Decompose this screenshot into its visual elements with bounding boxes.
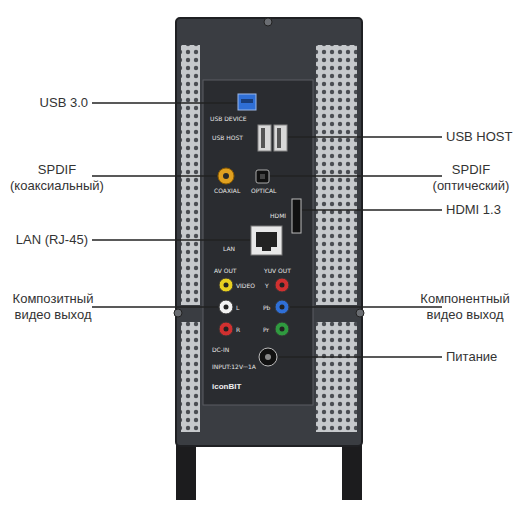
device-case [176,18,362,446]
component-jack [275,300,289,314]
pin-label: Pr [263,327,269,333]
vent-grille [181,322,200,432]
pin-label: L [236,305,239,311]
optical-shutter [260,174,265,179]
coaxial-jack [218,168,234,184]
usb-tongue [261,128,265,148]
usb3-tongue [241,99,253,103]
jack-holes [224,283,285,332]
screw [264,18,272,26]
vent-grille [181,45,200,305]
port-label: DC-IN [212,347,229,353]
port-label: USB DEVICE [210,116,247,122]
callout-label: HDMI 1.3 [446,202,501,218]
lan-clip [262,247,271,251]
port-label: HDMI [270,213,286,219]
lan-socket [256,232,277,247]
screw [356,309,364,317]
lan-port [251,226,282,255]
callout-label: USB 3.0 [40,95,88,111]
port-label: USB HOST [212,135,243,141]
pin-label: Pb [263,305,270,311]
leader-lines [92,103,442,357]
callout-label: Композитный видео выход [3,291,103,322]
hdmi-port [292,199,301,233]
callout-label: LAN (RJ-45) [16,232,88,248]
usb-port [258,125,271,151]
video-jack [219,278,233,292]
jack-hole [223,173,229,179]
usb-port [274,125,287,151]
port-label: AV OUT [214,268,237,274]
callout-label: SPDIF (оптический) [425,162,517,193]
brand-logo: iconBIT [212,382,241,391]
port-label: INPUT:12V⎓1A [212,364,256,370]
callout-label: Компонентный видео выход [413,291,517,322]
screw [174,309,182,317]
audio-right-jack [219,322,233,336]
dc-jack [259,348,277,366]
pin-label: Y [265,283,269,289]
pin-label: R [236,327,240,333]
pin-label: VIDEO [236,283,255,289]
callout-label: Питание [446,349,497,365]
callout-label: USB HOST [446,129,512,145]
port-label: YUV OUT [264,268,291,274]
audio-left-jack [219,300,233,314]
port-label: LAN [223,246,235,252]
component-jack [275,322,289,336]
port-label: COAXIAL [214,188,240,194]
callout-label: SPDIF (коаксиальный) [3,162,111,193]
port-label: OPTICAL [251,188,276,194]
usb-tongue [277,128,281,148]
dc-pin [265,354,271,360]
component-jack [275,278,289,292]
vent-grille [316,45,357,305]
usb3-port [238,94,256,110]
vent-grille [316,322,357,432]
optical-port [256,170,269,183]
